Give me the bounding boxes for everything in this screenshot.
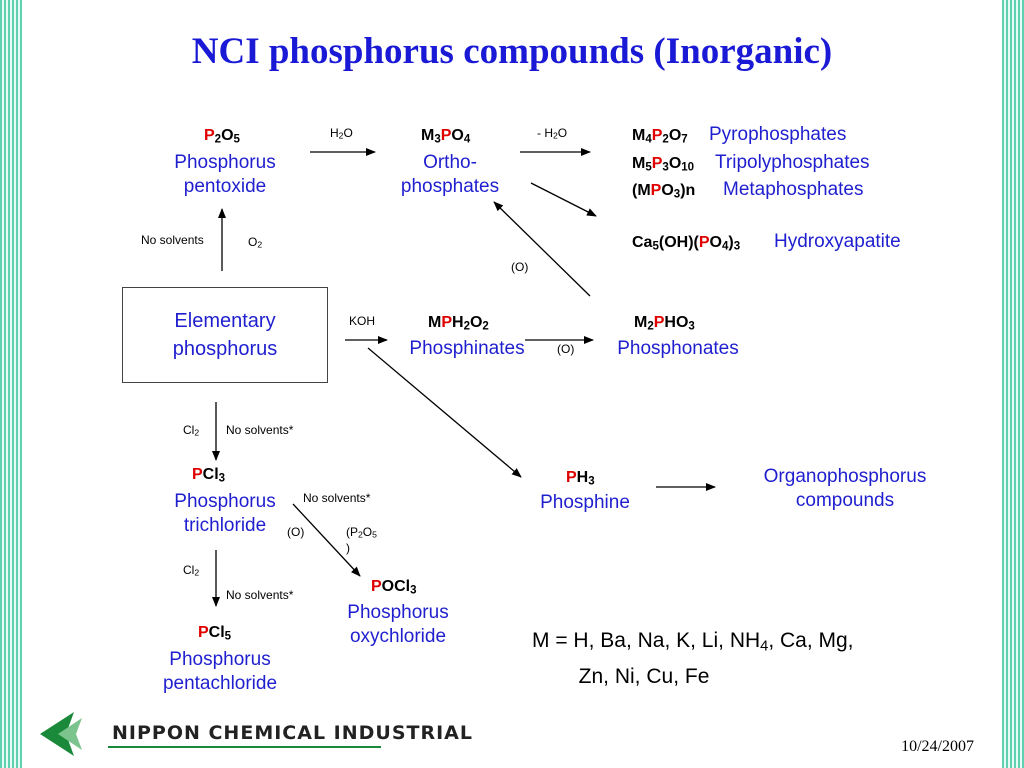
label-o-2: (O) (557, 342, 575, 356)
m3po4-name: Ortho-phosphates (400, 152, 500, 197)
label-cl2-2: Cl2 (183, 563, 200, 578)
label-minus-h2o: - H2O (537, 126, 568, 141)
m4p2o7-formula: M4P2O7 (632, 127, 688, 146)
pocl3-formula: POCl3 (371, 578, 417, 597)
m5p3o10-formula: M5P3O10 (632, 155, 695, 174)
mpo3n-formula: (MPO3)n (632, 182, 696, 201)
label-p2o5-condition: (P2O5) (346, 525, 377, 555)
m2pho3-formula: M2PHO3 (634, 314, 695, 333)
mph2o2-name: Phosphinates (409, 338, 525, 359)
label-no-solvents-3: No solvents* (303, 491, 371, 505)
label-no-solvents-1: No solvents (141, 233, 204, 247)
m5p3o10-name: Tripolyphosphates (715, 152, 870, 173)
company-name: NIPPON CHEMICAL INDUSTRIAL (112, 722, 473, 744)
label-no-solvents-4: No solvents* (226, 588, 294, 602)
m2pho3-name: Phosphonates (617, 338, 739, 359)
mph2o2-formula: MPH2O2 (428, 314, 489, 333)
label-cl2-1: Cl2 (183, 423, 200, 438)
hydroxyapatite-name: Hydroxyapatite (774, 231, 901, 252)
label-o2: O2 (248, 235, 263, 250)
pcl5-formula: PCl5 (198, 624, 232, 643)
m3po4-formula: M3PO4 (421, 127, 471, 146)
elementary-phosphorus-box (122, 287, 328, 383)
logo-mark-icon (40, 712, 74, 756)
hydroxyapatite-formula: Ca5(OH)(PO4)3 (632, 234, 741, 253)
label-koh: KOH (349, 314, 376, 328)
slide-date: 10/24/2007 (901, 738, 974, 755)
arrow-pcl3-to-pocl3 (292, 503, 361, 577)
m-definition-note: M = H, Ba, Na, K, Li, NH4, Ca, Mg, Zn, N… (532, 629, 854, 688)
label-no-solvents-2: No solvents* (226, 423, 294, 437)
pcl3-formula: PCl3 (192, 466, 226, 485)
mpo3n-name: Metaphosphates (723, 179, 864, 200)
right-stripe (1002, 0, 1024, 768)
label-h2o: H2O (330, 126, 353, 141)
ph3-formula: PH3 (566, 469, 595, 488)
arrow-phosphonates-to-m3po4 (493, 201, 591, 297)
p2o5-formula: P2O5 (204, 127, 240, 146)
m4p2o7-name: Pyrophosphates (709, 124, 847, 145)
page-title: NCI phosphorus compounds (Inorganic) (191, 31, 833, 72)
arrow-elementary-to-ph3 (367, 347, 522, 478)
left-stripe (0, 0, 22, 768)
nci-logo (40, 712, 381, 756)
label-o-3: (O) (287, 525, 305, 539)
ph3-name: Phosphine (540, 492, 630, 513)
arrow-m3po4-to-hydroxyapatite (530, 182, 597, 217)
label-o-1: (O) (511, 260, 529, 274)
